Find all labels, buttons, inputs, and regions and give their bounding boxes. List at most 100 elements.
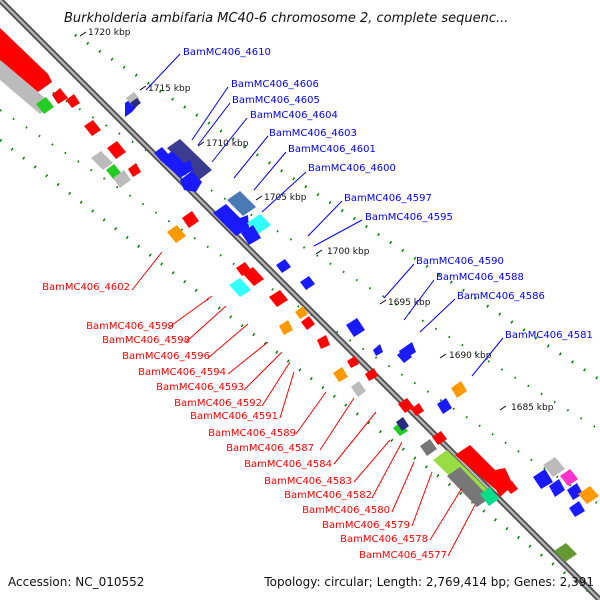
gene-arrow bbox=[180, 171, 202, 192]
gene-arrow bbox=[241, 225, 261, 245]
forward-gene-labels: BamMC406_4610 BamMC406_4606 BamMC406_460… bbox=[183, 47, 593, 341]
gene-arrow bbox=[91, 151, 113, 170]
gene-label[interactable]: BamMC406_4590 bbox=[416, 256, 504, 267]
gene-label[interactable]: BamMC406_4588 bbox=[436, 272, 524, 283]
gene-arrow bbox=[128, 163, 141, 177]
gene-arrow bbox=[84, 120, 101, 136]
gene-label[interactable]: BamMC406_4587 bbox=[226, 443, 314, 454]
gene-label[interactable]: BamMC406_4603 bbox=[269, 128, 357, 139]
gene-arrow bbox=[301, 316, 315, 330]
gene-arrow bbox=[295, 306, 308, 319]
gene-arrow bbox=[317, 335, 330, 349]
track-dotted-lines bbox=[0, 33, 600, 600]
gene-label[interactable]: BamMC406_4598 bbox=[102, 335, 190, 346]
gene-label[interactable]: BamMC406_4589 bbox=[208, 428, 296, 439]
gene-arrow bbox=[167, 225, 186, 243]
gene-label[interactable]: BamMC406_4595 bbox=[365, 212, 453, 223]
inner-dotted-line bbox=[0, 138, 600, 600]
gene-arrow bbox=[346, 318, 365, 337]
gene-arrow bbox=[276, 259, 291, 273]
scale-tick-label: 1695 kbp bbox=[388, 298, 431, 308]
gene-arrow bbox=[36, 97, 54, 114]
gene-arrow bbox=[279, 320, 293, 335]
gene-label[interactable]: BamMC406_4591 bbox=[190, 411, 278, 422]
gene-arrow bbox=[567, 483, 583, 500]
reverse-gene-labels: BamMC406_4602 BamMC406_4599 BamMC406_459… bbox=[42, 282, 447, 561]
gene-arrow bbox=[533, 469, 553, 489]
forward-strand-genes bbox=[125, 92, 599, 517]
gene-arrow bbox=[182, 211, 199, 228]
map-title: Burkholderia ambifaria MC40-6 chromosome… bbox=[64, 11, 508, 26]
gene-arrow bbox=[437, 398, 452, 414]
leader-lines bbox=[131, 53, 504, 557]
gene-arrow bbox=[505, 481, 518, 494]
gene-arrow bbox=[399, 342, 416, 360]
scale-ticks: 1720 kbp 1715 kbp 1710 kbp 1705 kbp 1700… bbox=[79, 28, 554, 413]
gene-arrow bbox=[393, 422, 408, 436]
gene-arrow bbox=[229, 278, 251, 297]
gene-arrow bbox=[373, 344, 383, 356]
gene-arrow bbox=[113, 170, 131, 188]
gene-arrow bbox=[365, 368, 378, 381]
gene-arrow bbox=[107, 141, 126, 159]
gene-arrow bbox=[351, 381, 366, 397]
topology-text: Topology: circular; Length: 2,769,414 bp… bbox=[263, 575, 594, 589]
gene-label[interactable]: BamMC406_4597 bbox=[344, 193, 432, 204]
gene-label[interactable]: BamMC406_4586 bbox=[457, 291, 545, 302]
scale-tick-label: 1705 kbp bbox=[264, 193, 307, 203]
gene-arrow bbox=[554, 543, 577, 562]
scale-tick-label: 1720 kbp bbox=[88, 28, 131, 38]
gene-arrow bbox=[549, 479, 565, 497]
gene-arrow bbox=[66, 94, 80, 108]
gene-arrow bbox=[167, 139, 212, 180]
gene-label[interactable]: BamMC406_4578 bbox=[340, 534, 428, 545]
gene-label[interactable]: BamMC406_4593 bbox=[156, 382, 244, 393]
gene-arrow bbox=[560, 469, 578, 486]
gene-label[interactable]: BamMC406_4599 bbox=[86, 321, 174, 332]
gene-arrow bbox=[52, 88, 68, 104]
gene-arrow bbox=[543, 457, 565, 477]
gene-arrow bbox=[333, 367, 348, 382]
gene-arrow bbox=[130, 98, 141, 108]
scale-tick-label: 1710 kbp bbox=[206, 139, 249, 149]
gene-arrow bbox=[451, 381, 467, 398]
gene-arrow bbox=[0, 28, 52, 92]
gene-label[interactable]: BamMC406_4582 bbox=[284, 490, 372, 501]
gene-arrow bbox=[243, 267, 264, 286]
gene-label[interactable]: BamMC406_4584 bbox=[244, 459, 332, 470]
gene-label[interactable]: BamMC406_4610 bbox=[183, 47, 271, 58]
scale-tick-label: 1715 kbp bbox=[148, 84, 191, 94]
gene-label[interactable]: BamMC406_4581 bbox=[505, 330, 593, 341]
gene-label[interactable]: BamMC406_4596 bbox=[122, 351, 210, 362]
gene-arrow bbox=[126, 92, 140, 106]
gene-arrow bbox=[269, 290, 288, 307]
gene-label[interactable]: BamMC406_4606 bbox=[231, 79, 319, 90]
gene-label[interactable]: BamMC406_4604 bbox=[250, 110, 338, 121]
gene-arrow bbox=[447, 467, 490, 507]
reverse-strand-genes bbox=[0, 28, 577, 562]
scale-tick-label: 1685 kbp bbox=[511, 403, 554, 413]
gene-label[interactable]: BamMC406_4577 bbox=[359, 550, 447, 561]
gene-label[interactable]: BamMC406_4601 bbox=[288, 144, 376, 155]
scale-tick-label: 1690 kbp bbox=[449, 351, 492, 361]
gene-label[interactable]: BamMC406_4580 bbox=[302, 505, 390, 516]
gene-label[interactable]: BamMC406_4594 bbox=[138, 367, 226, 378]
gene-arrow bbox=[160, 151, 193, 178]
gene-arrow bbox=[578, 486, 599, 504]
gene-arrow bbox=[480, 487, 499, 506]
gene-arrow bbox=[300, 276, 315, 290]
gene-arrow bbox=[432, 431, 447, 445]
gene-label[interactable]: BamMC406_4583 bbox=[264, 476, 352, 487]
gene-arrow bbox=[396, 417, 409, 431]
gene-label[interactable]: BamMC406_4602 bbox=[42, 282, 130, 293]
gene-arrow bbox=[569, 501, 585, 517]
accession-text: Accession: NC_010552 bbox=[8, 575, 144, 589]
gene-arrow bbox=[420, 439, 437, 456]
gene-label[interactable]: BamMC406_4600 bbox=[308, 163, 396, 174]
gene-label[interactable]: BamMC406_4605 bbox=[232, 95, 320, 106]
gene-arrow bbox=[0, 60, 52, 114]
gene-label[interactable]: BamMC406_4579 bbox=[322, 520, 410, 531]
gene-label[interactable]: BamMC406_4592 bbox=[174, 398, 262, 409]
